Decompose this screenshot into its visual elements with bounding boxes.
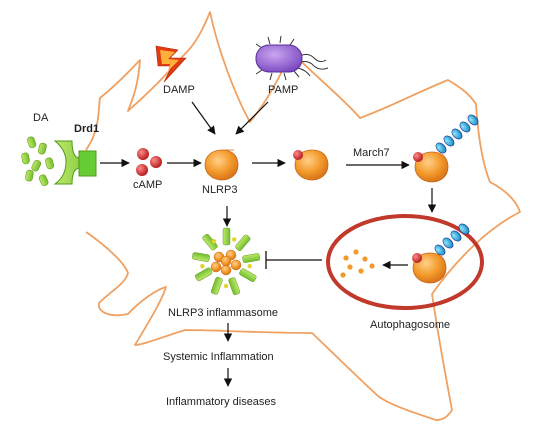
nlrp3-label: NLRP3 — [202, 184, 237, 196]
nlrp3-with-modification — [293, 149, 329, 181]
inflammatory-diseases-label: Inflammatory diseases — [166, 396, 277, 408]
autophagosome-ring — [326, 214, 484, 310]
cell-membrane-outline — [85, 11, 521, 421]
nlrp3-inflammasome-label: NLRP3 inflammasome — [168, 307, 278, 319]
pamp-label: PAMP — [268, 84, 298, 96]
dopamine-molecules — [21, 136, 55, 187]
arrow-damp-to-nlrp3 — [191, 101, 216, 135]
camp-molecules — [136, 148, 162, 176]
degraded-fragments — [340, 249, 375, 278]
drd1-label: Drd1 — [74, 123, 99, 135]
ubiquitinated-nlrp3 — [413, 114, 479, 183]
autophagosome-label: Autophagosome — [370, 319, 450, 331]
march7-label: March7 — [353, 147, 390, 159]
camp-label: cAMP — [133, 179, 162, 191]
bacterium-icon — [255, 35, 329, 81]
autophagosome-nlrp3 — [412, 223, 470, 284]
inhibition-arrow — [265, 251, 322, 269]
drd1-receptor — [53, 140, 97, 185]
nlrp3-inflammasome-complex — [192, 227, 261, 296]
lightning-bolt-icon — [155, 45, 187, 83]
nlrp3-protein — [204, 149, 239, 181]
drd1-tail — [78, 150, 97, 177]
systemic-inflammation-label: Systemic Inflammation — [163, 351, 274, 363]
da-label: DA — [33, 112, 49, 124]
arrow-pamp-to-nlrp3 — [235, 101, 269, 135]
damp-label: DAMP — [163, 84, 195, 96]
